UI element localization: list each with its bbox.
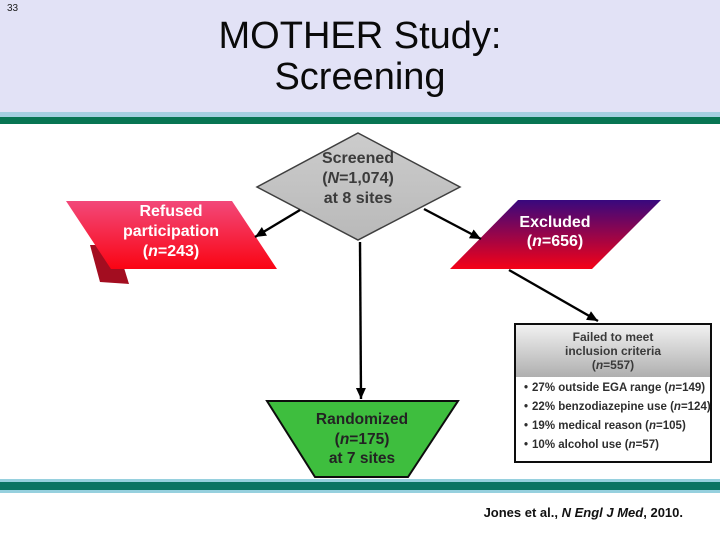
slide-number: 33: [7, 3, 19, 14]
bullet-alcohol-use: •10% alcohol use (n=57): [524, 439, 659, 451]
arrow-screened-to-excluded: [423, 207, 482, 241]
screened-label: Screened (N=1,074) at 8 sites: [273, 149, 443, 209]
refused-label: Refused participation (n=243): [81, 202, 261, 262]
bullet-benzodiazepine: •22% benzodiazepine use (n=124): [524, 401, 711, 413]
citation-year: , 2010.: [643, 505, 683, 520]
footer-divider-dark: [0, 482, 720, 490]
footer-divider-light-top: [0, 479, 720, 482]
header-divider-light: [0, 112, 720, 117]
excluded-label: Excluded (n=656): [485, 213, 625, 251]
screened-line-1: Screened: [321, 150, 395, 167]
failed-header-line-1: Failed to meet: [572, 330, 654, 344]
screened-diamond: [255, 132, 462, 241]
failed-criteria-header: Failed to meet inclusion criteria (n=557…: [517, 330, 709, 372]
page-title: MOTHER Study: Screening: [0, 16, 720, 98]
excluded-parallelogram: [450, 200, 661, 269]
excluded-line-2: (n=656): [526, 233, 584, 250]
randomized-trapezoid: [265, 400, 460, 478]
refused-line-2: participation: [122, 223, 219, 240]
failed-header-line-3: (n=557): [591, 358, 635, 372]
screened-line-3: at 8 sites: [323, 190, 393, 207]
randomized-label: Randomized (n=175) at 7 sites: [282, 410, 442, 469]
bullet-medical-reason: •19% medical reason (n=105): [524, 420, 686, 432]
randomized-line-3: at 7 sites: [328, 450, 396, 467]
bullet-ega-range: •27% outside EGA range (n=149): [524, 382, 706, 394]
excluded-line-1: Excluded: [519, 214, 591, 231]
citation-journal: N Engl J Med: [561, 505, 644, 520]
citation-authors: Jones et al.,: [483, 505, 562, 520]
arrow-screened-to-refused: [254, 208, 301, 239]
failed-criteria-bullet-list: •27% outside EGA range (n=149) •22% benz…: [524, 379, 711, 455]
footer-divider-light-bottom: [0, 490, 720, 493]
header-divider-dark: [0, 117, 720, 124]
randomized-line-2: (n=175): [334, 430, 390, 448]
title-line-2: Screening: [274, 56, 446, 98]
citation: Jones et al., N Engl J Med, 2010.: [484, 505, 683, 520]
refused-line-3: (n=243): [142, 243, 200, 260]
slide-header: [0, 0, 720, 112]
arrow-excluded-to-failed: [508, 268, 599, 323]
randomized-line-1: Randomized: [315, 411, 409, 428]
failed-header-line-2: inclusion criteria: [564, 344, 662, 358]
refused-parallelogram: [66, 201, 277, 269]
failed-criteria-header-band: [516, 325, 710, 377]
title-line-1: MOTHER Study:: [218, 15, 502, 57]
arrow-screened-to-randomized: [355, 241, 366, 400]
screened-line-2: (N=1,074): [322, 170, 394, 187]
refused-line-1: Refused: [139, 203, 203, 220]
